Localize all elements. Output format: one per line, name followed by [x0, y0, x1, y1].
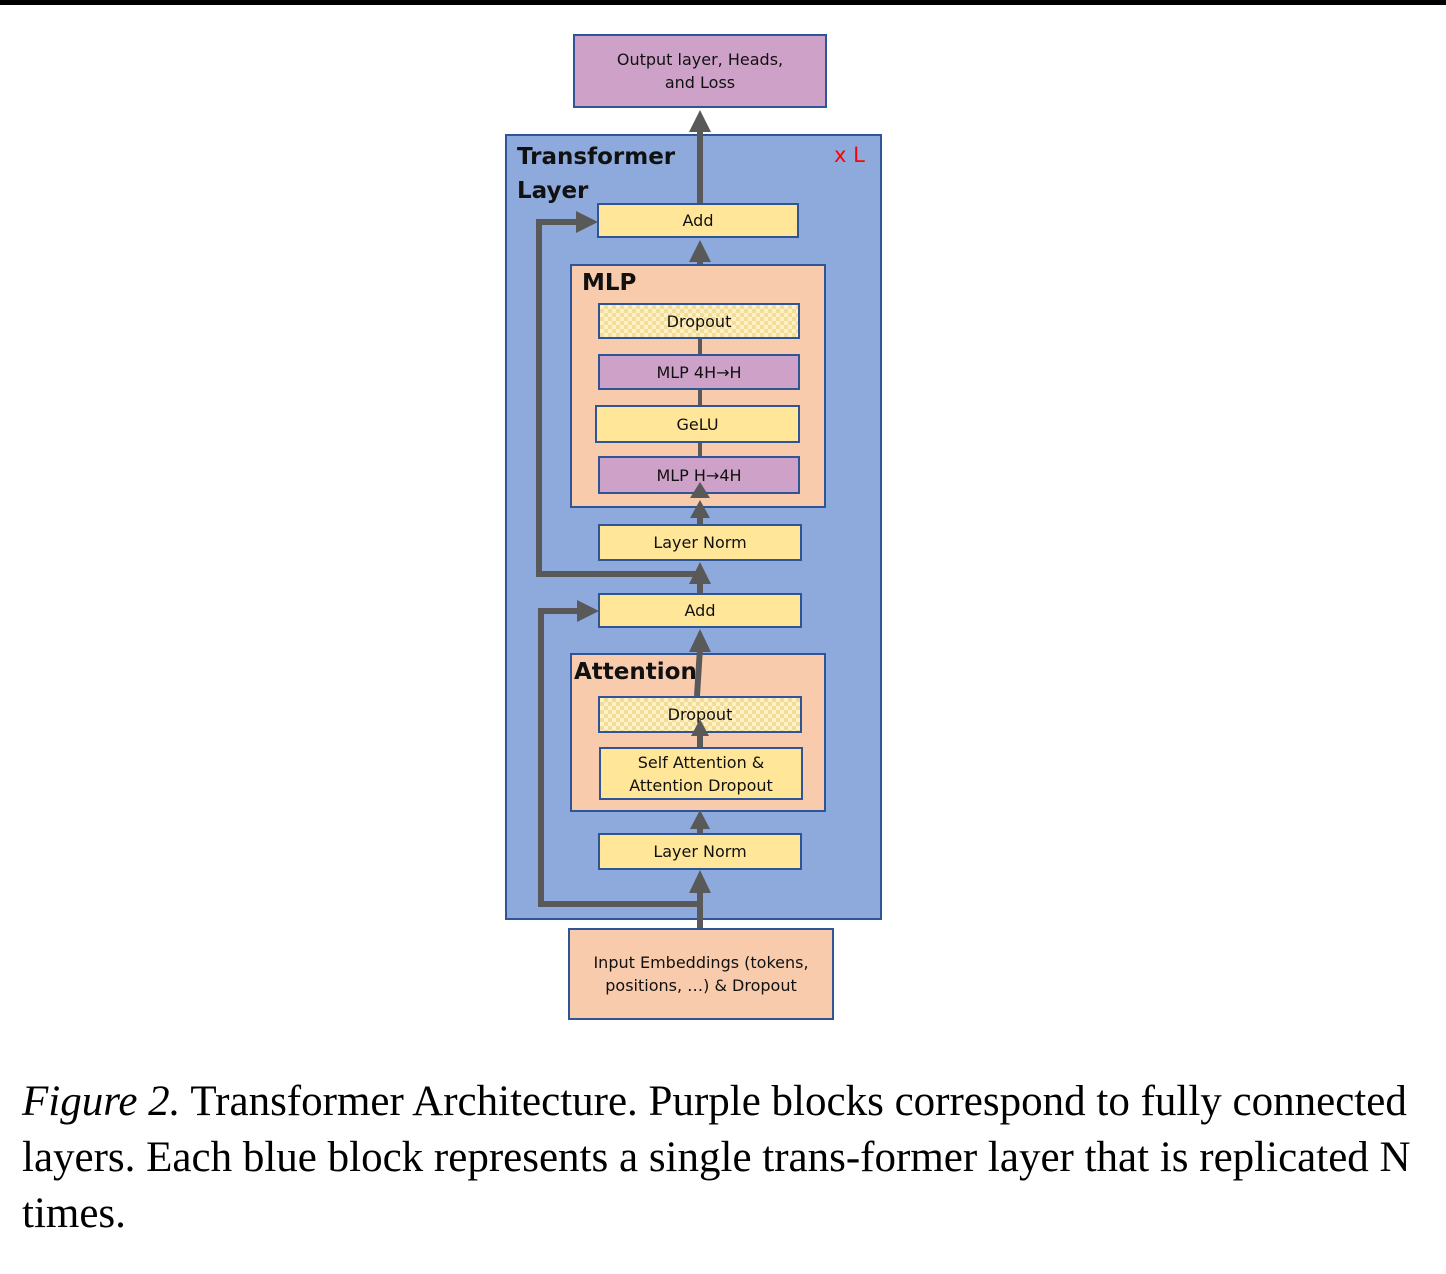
self-attention-box: Self Attention & Attention Dropout: [599, 747, 803, 800]
attention-dropout-label: Dropout: [667, 705, 733, 724]
layer-norm-top-box: Layer Norm: [598, 524, 802, 561]
gelu-label: GeLU: [676, 414, 719, 434]
layer-norm-top-label: Layer Norm: [653, 533, 747, 552]
output-layer-label: Output layer, Heads, and Loss: [616, 50, 784, 92]
mlp-h-to-4h-box: MLP H→4H: [598, 456, 800, 494]
mlp-dropout-label: Dropout: [666, 311, 732, 331]
mlp-dropout-box: Dropout: [598, 303, 800, 339]
attention-title: Attention: [574, 656, 699, 688]
arrowhead-output: [689, 110, 711, 132]
add-bottom-label: Add: [684, 601, 716, 620]
gelu-box: GeLU: [595, 405, 800, 443]
repeat-label: x L: [834, 143, 865, 167]
mlp-4h-to-h-label: MLP 4H→H: [656, 362, 742, 382]
input-embeddings-box: Input Embeddings (tokens, positions, …) …: [568, 928, 834, 1020]
figure-label: Figure 2.: [22, 1078, 181, 1125]
mlp-4h-to-h-box: MLP 4H→H: [598, 354, 800, 390]
layer-norm-bottom-box: Layer Norm: [598, 833, 802, 870]
caption-text: Transformer Architecture. Purple blocks …: [22, 1078, 1411, 1237]
top-rule: [0, 0, 1446, 5]
self-attention-label: Self Attention & Attention Dropout: [629, 752, 773, 795]
figure-caption: Figure 2. Transformer Architecture. Purp…: [22, 1074, 1422, 1242]
add-top-box: Add: [597, 203, 799, 238]
mlp-title: MLP: [582, 270, 637, 296]
mlp-h-to-4h-label: MLP H→4H: [656, 465, 742, 485]
attention-dropout-box: Dropout: [598, 696, 802, 733]
input-embeddings-label: Input Embeddings (tokens, positions, …) …: [593, 953, 809, 995]
transformer-layer-title: Transformer Layer: [517, 144, 676, 204]
add-bottom-box: Add: [598, 593, 802, 628]
layer-norm-bottom-label: Layer Norm: [653, 842, 747, 861]
add-top-label: Add: [682, 211, 714, 230]
output-layer-box: Output layer, Heads, and Loss: [573, 34, 827, 108]
